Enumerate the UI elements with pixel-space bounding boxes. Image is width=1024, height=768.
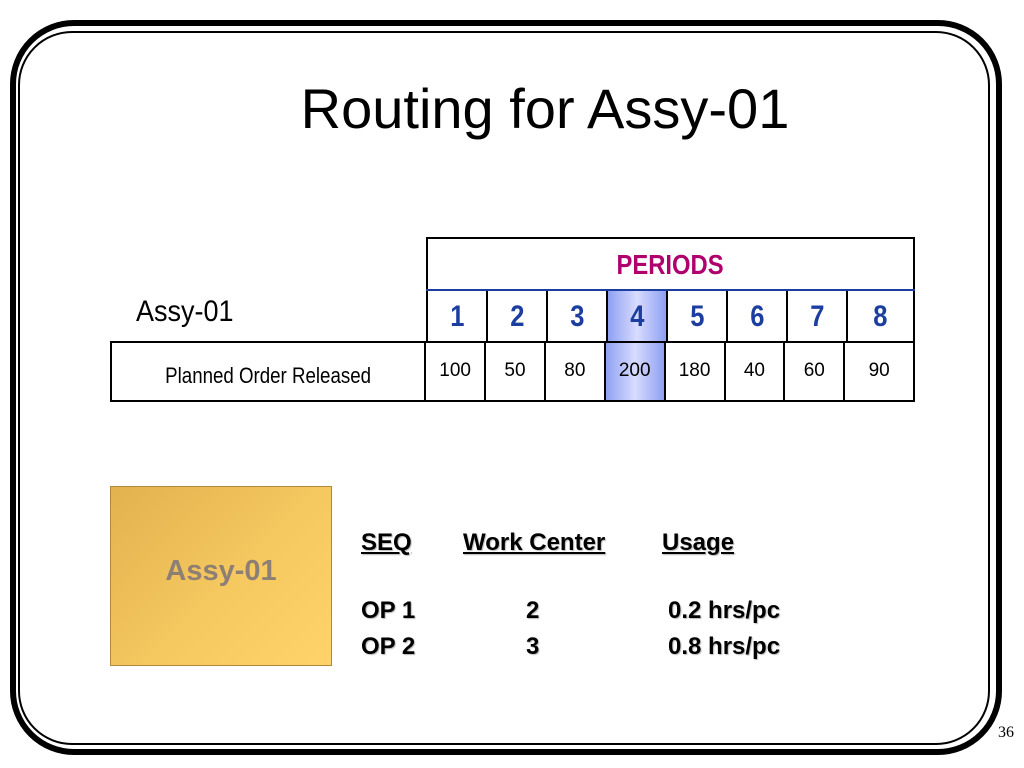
planned-order-row: Planned Order Released 100 50 80 200 180… <box>110 341 915 402</box>
page-number: 36 <box>998 724 1014 741</box>
item-box-label: Assy-01 <box>165 554 277 587</box>
period-cell: 7 <box>786 291 846 343</box>
routing-seq-cell: OP 2 <box>361 633 416 660</box>
period-cell: 6 <box>726 291 786 343</box>
slide-title: Routing for Assy-01 <box>300 77 790 140</box>
period-number-row: 1 2 3 4 5 6 7 8 <box>426 289 915 345</box>
planned-order-label: Planned Order Released <box>112 343 427 400</box>
seq-header: SEQ <box>361 529 412 556</box>
routing-seq-cell: OP 1 <box>361 597 416 624</box>
routing-work-center-cell: 3 <box>526 633 540 660</box>
slide-frame-inner <box>18 31 990 745</box>
periods-header: PERIODS <box>426 237 915 291</box>
value-cell: 60 <box>785 343 846 400</box>
period-cell: 1 <box>426 291 486 343</box>
value-cell: 40 <box>726 343 786 400</box>
slide-frame-outer <box>10 20 1002 755</box>
period-cell: 3 <box>546 291 606 343</box>
periods-label: PERIODS <box>616 249 725 280</box>
period-cell: 5 <box>666 291 726 343</box>
value-cell: 80 <box>546 343 606 400</box>
routing-usage-cell: 0.8 hrs/pc <box>668 633 781 660</box>
work-center-header: Work Center <box>463 529 606 556</box>
item-box: Assy-01 <box>110 486 332 666</box>
value-cell: 90 <box>868 360 890 381</box>
usage-header: Usage <box>662 529 735 556</box>
period-cell: 8 <box>846 291 915 343</box>
routing-work-center-cell: 2 <box>526 597 540 624</box>
value-cell: 50 <box>486 343 546 400</box>
period-cell-highlighted: 4 <box>606 291 666 343</box>
value-cell-highlighted: 200 <box>605 343 666 400</box>
schedule-row-label: Assy-01 <box>136 295 234 328</box>
value-cell: 180 <box>666 343 726 400</box>
routing-usage-cell: 0.2 hrs/pc <box>668 597 781 624</box>
value-cell: 100 <box>426 343 487 400</box>
period-cell: 2 <box>486 291 546 343</box>
